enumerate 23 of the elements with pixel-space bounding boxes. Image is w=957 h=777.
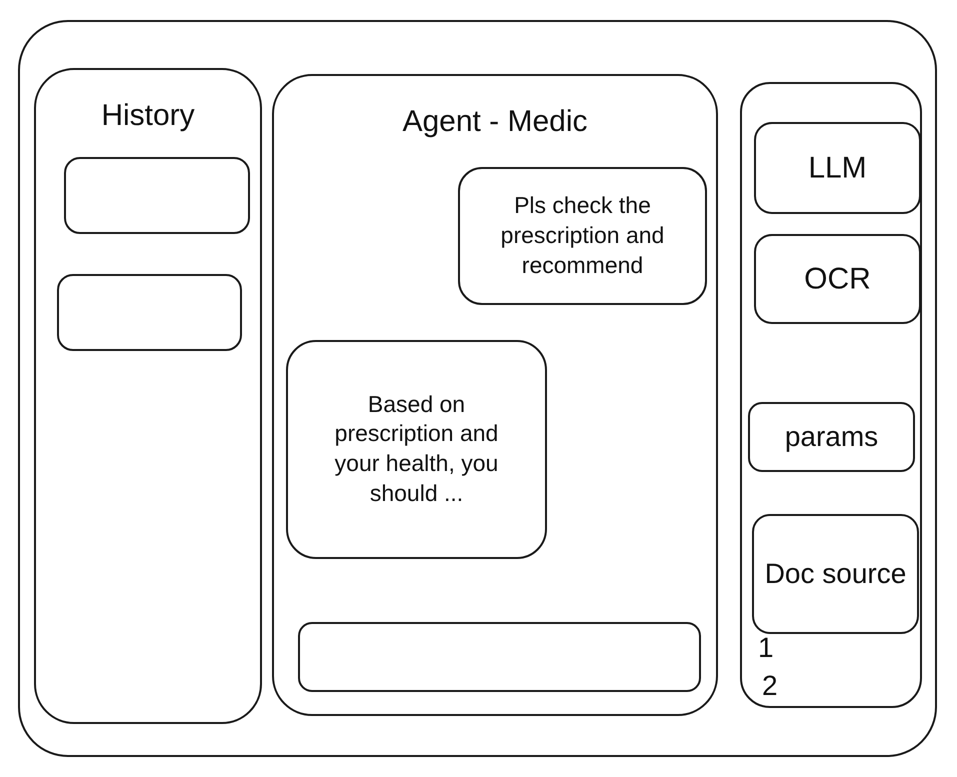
message-text: params	[784, 420, 880, 454]
chat-bubble	[286, 340, 547, 559]
history-panel	[34, 68, 262, 724]
list-number: 1	[758, 634, 774, 662]
message-text: LLM	[807, 150, 868, 186]
panel-heading: History	[100, 98, 196, 134]
input-field	[298, 622, 701, 692]
chat-bubble	[458, 167, 707, 305]
option-card	[748, 402, 915, 472]
option-card	[752, 514, 919, 634]
message-text: Pls check the prescription and recommend	[500, 191, 666, 280]
frame	[18, 20, 937, 757]
option-card	[754, 234, 921, 324]
message-text: Doc source	[764, 556, 908, 591]
message-text: OCR	[803, 262, 872, 298]
settings-panel	[740, 82, 922, 708]
history-item	[64, 157, 250, 234]
panel-heading: Agent - Medic	[401, 104, 589, 140]
option-card	[754, 122, 921, 214]
message-text: Based on prescription and your health, you should ...	[334, 390, 500, 508]
list-number: 2	[762, 672, 778, 700]
history-item	[57, 274, 242, 351]
chat-panel	[272, 74, 718, 716]
